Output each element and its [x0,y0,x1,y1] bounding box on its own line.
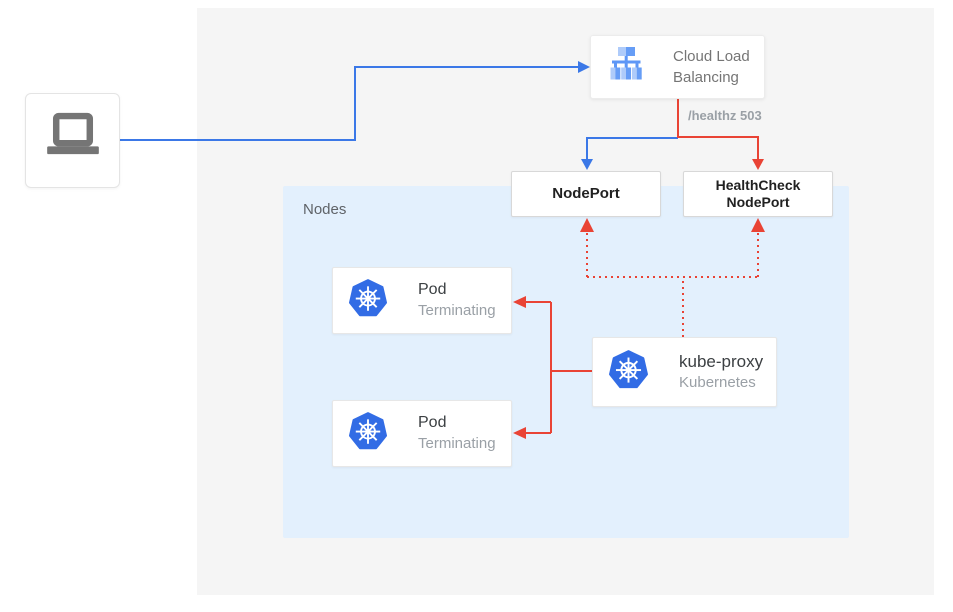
healthcheck-nodeport-node: HealthCheck NodePort [683,171,833,217]
kube-proxy-node: kube-proxy Kubernetes [592,337,777,407]
laptop-icon [42,107,104,174]
pod-1-status: Terminating [418,302,496,320]
pod-2-status: Terminating [418,435,496,453]
pod-2-node: Pod Terminating [332,400,512,467]
healthcheck-nodeport-label-line1: HealthCheck [715,177,801,194]
kubernetes-icon [348,278,388,323]
nodes-group-label: Nodes [303,201,347,218]
healthz-503-label: /healthz 503 [688,108,762,123]
pod-1-title: Pod [418,281,447,299]
nodeport-label: NodePort [552,185,620,202]
kube-proxy-subtitle: Kubernetes [679,374,756,392]
kubernetes-icon [348,411,388,456]
cloud-load-balancing-icon [604,43,648,92]
kube-proxy-title: kube-proxy [679,352,764,372]
cloud-load-balancing-node: Cloud Load Balancing [590,35,765,99]
kubernetes-icon [608,349,649,395]
client-node [25,93,120,188]
healthcheck-nodeport-label-line2: NodePort [726,194,790,210]
pod-1-node: Pod Terminating [332,267,512,334]
cloud-load-balancing-label: Cloud Load Balancing [673,48,750,86]
pod-2-title: Pod [418,414,447,432]
nodeport-node: NodePort [511,171,661,217]
